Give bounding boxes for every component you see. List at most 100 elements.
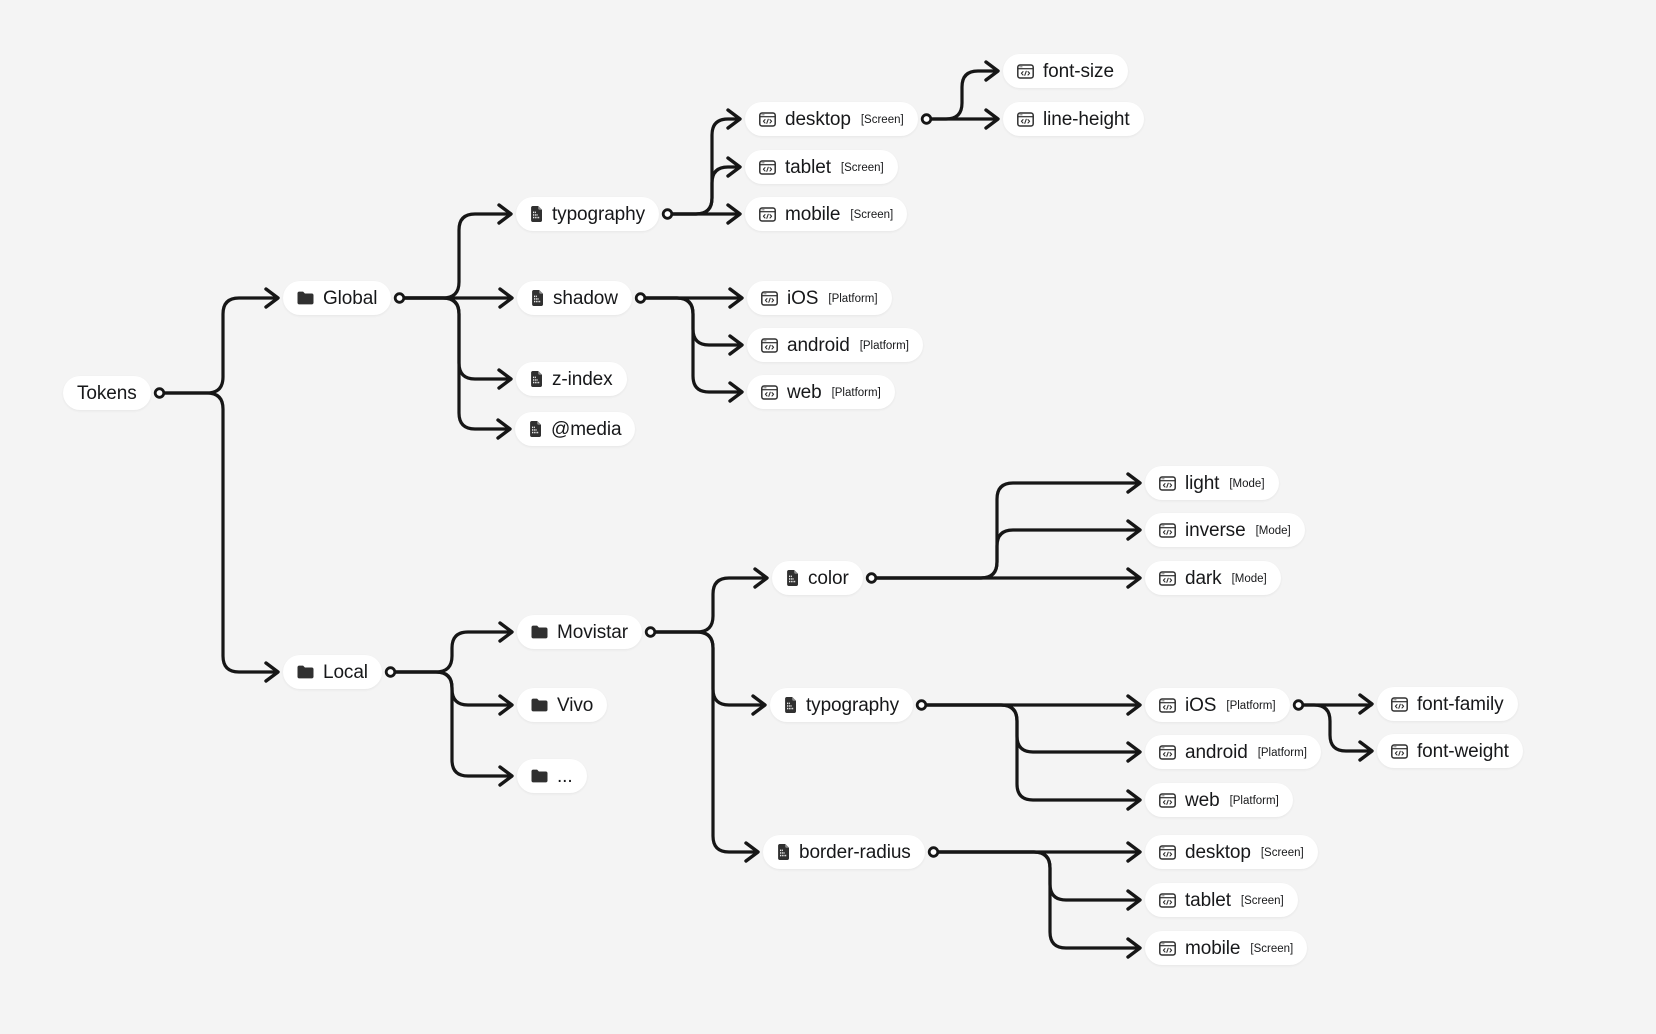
code-window-icon	[1017, 63, 1034, 79]
node-label: mobile	[1185, 937, 1241, 959]
code-window-icon	[761, 384, 778, 400]
node-tag: [Platform]	[1229, 794, 1279, 807]
node-inverse[interactable]: inverse [Mode]	[1145, 513, 1305, 547]
node-label: font-family	[1417, 693, 1504, 715]
node-line-height[interactable]: line-height	[1003, 102, 1144, 136]
node-label: Tokens	[77, 382, 137, 404]
node-tag: [Screen]	[1240, 894, 1284, 907]
node-mobile-l[interactable]: mobile[Screen]	[1145, 931, 1308, 965]
node-ellipsis[interactable]: ...	[517, 759, 587, 793]
code-window-icon	[1159, 892, 1176, 908]
connector-dot	[634, 292, 647, 304]
node-desktop-l[interactable]: desktop [Screen]	[1145, 835, 1318, 869]
folder-icon	[297, 665, 314, 679]
code-window-icon	[759, 159, 776, 175]
node-tag: [Platform]	[831, 386, 881, 399]
node-tag: [Platform]	[859, 339, 909, 352]
node-desktop-g[interactable]: desktop [Screen]	[745, 102, 918, 136]
code-window-icon	[761, 290, 778, 306]
node-tag: [Platform]	[1226, 699, 1276, 712]
node-tag: [Screen]	[860, 113, 904, 126]
connector-dot	[915, 699, 928, 711]
node-web-g[interactable]: web [Platform]	[747, 375, 895, 409]
code-window-icon	[1159, 570, 1176, 586]
node-font-weight[interactable]: font-weight	[1377, 734, 1523, 768]
binary-file-icon	[784, 697, 797, 713]
code-window-icon	[1159, 940, 1176, 956]
node-color[interactable]: color	[772, 561, 863, 595]
connector-dot	[661, 208, 674, 220]
code-window-icon	[1017, 111, 1034, 127]
code-window-icon	[1159, 697, 1176, 713]
node-movistar[interactable]: Movistar	[517, 615, 642, 649]
folder-icon	[531, 625, 548, 639]
binary-file-icon	[530, 371, 543, 387]
node-label: line-height	[1043, 108, 1130, 130]
connector-dot	[644, 626, 657, 638]
node-tag: [Screen]	[850, 208, 894, 221]
node-local[interactable]: Local	[283, 655, 382, 689]
node-label: inverse	[1185, 519, 1246, 541]
binary-file-icon	[529, 421, 542, 437]
node-tag: [Mode]	[1229, 477, 1265, 490]
node-label: desktop	[785, 108, 851, 130]
node-media[interactable]: @media	[515, 412, 636, 446]
node-global[interactable]: Global	[283, 281, 392, 315]
node-shadow[interactable]: shadow	[517, 281, 632, 315]
connector-dot	[393, 292, 406, 304]
node-vivo[interactable]: Vivo	[517, 688, 608, 722]
connector-dot	[153, 387, 166, 399]
node-label: web	[787, 381, 822, 403]
node-tag: [Mode]	[1255, 524, 1291, 537]
node-tokens[interactable]: Tokens	[63, 376, 151, 410]
node-label: Global	[323, 287, 378, 309]
node-typography-l[interactable]: typography	[770, 688, 914, 722]
node-label: @media	[551, 418, 622, 440]
node-tag: [Platform]	[828, 292, 878, 305]
node-android-g[interactable]: android[Platform]	[747, 328, 923, 362]
node-typography-g[interactable]: typography	[516, 197, 660, 231]
node-tag: [Screen]	[1260, 846, 1304, 859]
folder-icon	[297, 291, 314, 305]
node-font-family[interactable]: font-family	[1377, 687, 1518, 721]
node-dark[interactable]: dark[Mode]	[1145, 561, 1281, 595]
node-label: font-weight	[1417, 740, 1509, 762]
node-border-radius[interactable]: border-radius	[763, 835, 925, 869]
node-label: font-size	[1043, 60, 1114, 82]
node-font-size[interactable]: font-size	[1003, 54, 1128, 88]
node-label: typography	[806, 694, 900, 716]
node-label: Movistar	[557, 621, 628, 643]
node-ios-g[interactable]: iOS[Platform]	[747, 281, 892, 315]
node-label: android	[1185, 741, 1248, 763]
node-tag: [Platform]	[1257, 746, 1307, 759]
node-label: desktop	[1185, 841, 1251, 863]
binary-file-icon	[530, 206, 543, 222]
code-window-icon	[1159, 475, 1176, 491]
folder-icon	[531, 698, 548, 712]
code-window-icon	[1391, 696, 1408, 712]
code-window-icon	[1391, 743, 1408, 759]
node-label: tablet	[1185, 889, 1231, 911]
node-label: web	[1185, 789, 1220, 811]
node-label: light	[1185, 472, 1220, 494]
node-light[interactable]: light [Mode]	[1145, 466, 1279, 500]
code-window-icon	[759, 111, 776, 127]
node-android-l[interactable]: android [Platform]	[1145, 735, 1321, 769]
code-window-icon	[759, 206, 776, 222]
node-label: color	[808, 567, 849, 589]
node-label: typography	[552, 203, 646, 225]
binary-file-icon	[777, 844, 790, 860]
node-label: border-radius	[799, 841, 911, 863]
node-z-index[interactable]: z-index	[516, 362, 627, 396]
code-window-icon	[761, 337, 778, 353]
connector-dot	[384, 666, 397, 678]
node-label: shadow	[553, 287, 618, 309]
node-tablet-g[interactable]: tablet[Screen]	[745, 150, 898, 184]
node-web-l[interactable]: web [Platform]	[1145, 783, 1293, 817]
connector-dot	[1292, 699, 1305, 711]
node-tablet-l[interactable]: tablet [Screen]	[1145, 883, 1298, 917]
node-label: ...	[557, 765, 573, 787]
node-mobile-g[interactable]: mobile[Screen]	[745, 197, 908, 231]
node-ios-l[interactable]: iOS[Platform]	[1145, 688, 1290, 722]
